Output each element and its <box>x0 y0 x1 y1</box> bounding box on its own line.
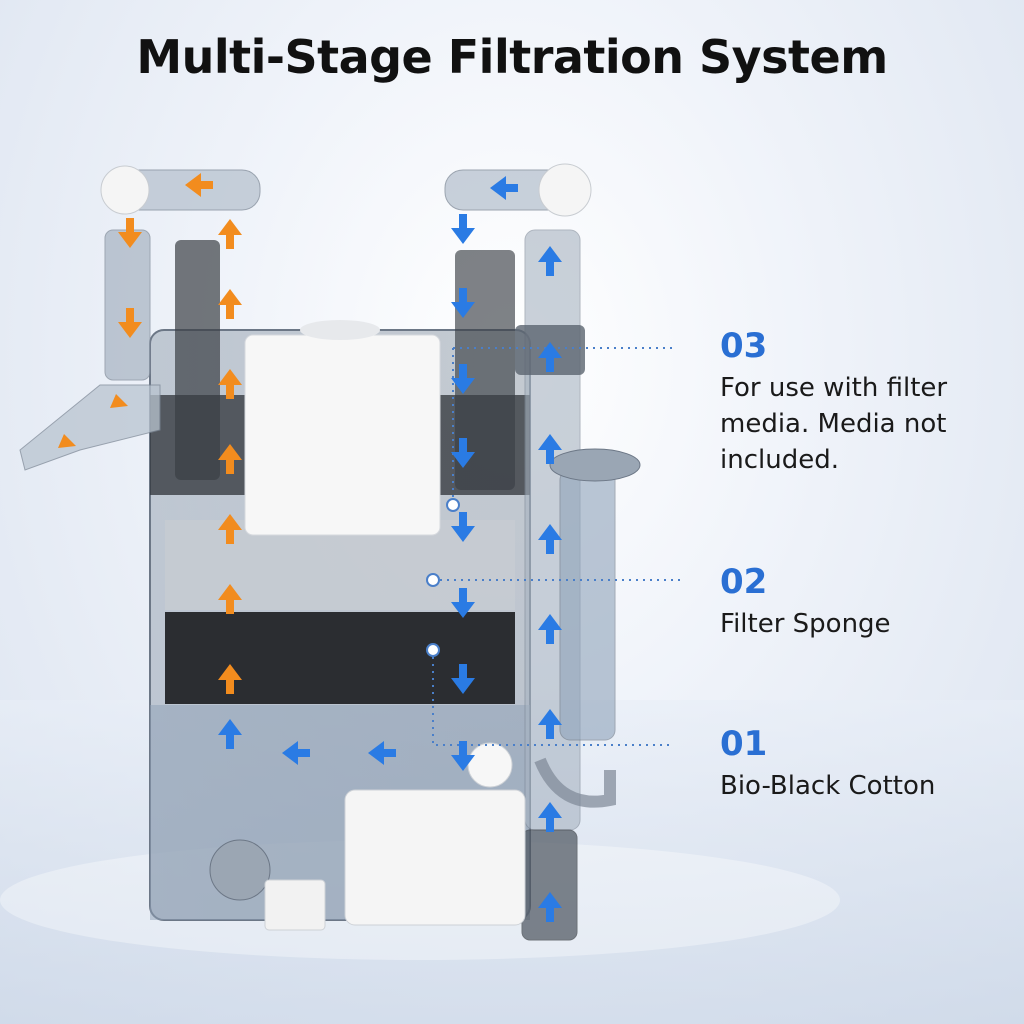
orange-arrow <box>185 173 213 197</box>
blue-arrow <box>538 434 562 464</box>
skimmer-tube <box>559 469 616 741</box>
pump <box>344 789 526 926</box>
blue-arrow <box>451 288 475 318</box>
marker-02 <box>426 573 440 587</box>
stage-01-label: 01 Bio-Black Cotton <box>720 724 1010 804</box>
orange-arrow <box>218 219 242 249</box>
orange-arrow <box>218 369 242 399</box>
orange-arrow <box>218 289 242 319</box>
stage-03-text: For use with filter media. Media not inc… <box>720 373 948 475</box>
marker-01 <box>426 643 440 657</box>
marker-03 <box>446 498 460 512</box>
heater-port <box>209 839 271 901</box>
stage-02-number: 02 <box>720 562 768 602</box>
right-riser <box>455 250 515 490</box>
blue-arrow <box>451 364 475 394</box>
stage-02-label: 02 Filter Sponge <box>720 562 1010 642</box>
blue-arrow <box>538 342 562 372</box>
strainer <box>521 829 578 941</box>
stage-01-text: Bio-Black Cotton <box>720 771 936 801</box>
blue-arrow <box>538 709 562 739</box>
left-down-tube <box>104 229 151 381</box>
blue-flow-arrows <box>218 176 562 922</box>
right-cap <box>538 163 592 217</box>
blue-arrow <box>451 741 475 771</box>
blue-arrow <box>282 741 310 765</box>
orange-arrow <box>118 308 142 338</box>
blue-arrow <box>451 214 475 244</box>
blue-arrow <box>538 892 562 922</box>
stage-01-number: 01 <box>720 724 768 764</box>
blue-arrow <box>218 719 242 749</box>
left-riser <box>175 240 220 480</box>
orange-flow-arrows <box>58 173 242 694</box>
pump-knob <box>467 742 513 788</box>
page-title: Multi-Stage Filtration System <box>136 30 888 84</box>
blue-arrow <box>451 512 475 542</box>
blue-arrow <box>451 438 475 468</box>
blue-arrow <box>451 664 475 694</box>
blue-arrow <box>538 802 562 832</box>
left-cap <box>100 165 150 215</box>
orange-arrow <box>218 584 242 614</box>
orange-arrow <box>218 444 242 474</box>
blue-arrow <box>538 614 562 644</box>
orange-arrow <box>110 394 128 408</box>
orange-arrow <box>218 514 242 544</box>
blue-arrow <box>538 524 562 554</box>
blue-arrow <box>368 741 396 765</box>
lid-block <box>244 334 441 536</box>
outlet-spout <box>19 384 161 471</box>
orange-arrow <box>218 664 242 694</box>
orange-arrow <box>58 434 76 448</box>
stage-02-text: Filter Sponge <box>720 609 891 639</box>
stage-03-label: 03 For use with filter media. Media not … <box>720 326 1010 478</box>
blue-arrow <box>538 246 562 276</box>
blue-arrow <box>490 176 518 200</box>
stage-03-number: 03 <box>720 326 768 366</box>
bio-black-cotton-layer <box>165 612 515 704</box>
blue-arrow <box>451 588 475 618</box>
orange-arrow <box>118 218 142 248</box>
leader-lines <box>432 347 680 746</box>
